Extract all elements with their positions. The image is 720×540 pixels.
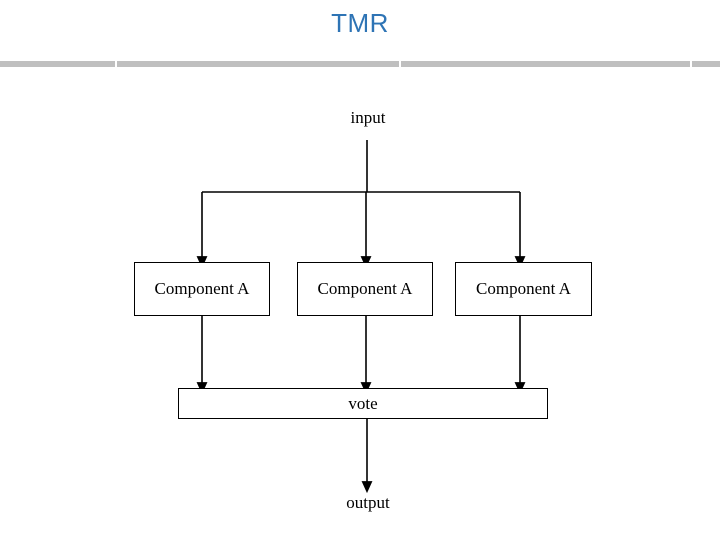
page-title: TMR [331, 8, 389, 38]
output-label: output [346, 493, 390, 512]
component-box-1[interactable]: Component A [134, 262, 270, 316]
title-divider [0, 61, 720, 67]
input-label: input [350, 108, 386, 127]
component-box-3[interactable]: Component A [455, 262, 592, 316]
divider-tick-mid [399, 61, 401, 67]
divider-tick-right [690, 61, 692, 67]
component-box-2[interactable]: Component A [297, 262, 433, 316]
divider-tick-left [115, 61, 117, 67]
vote-box[interactable]: vote [178, 388, 548, 419]
